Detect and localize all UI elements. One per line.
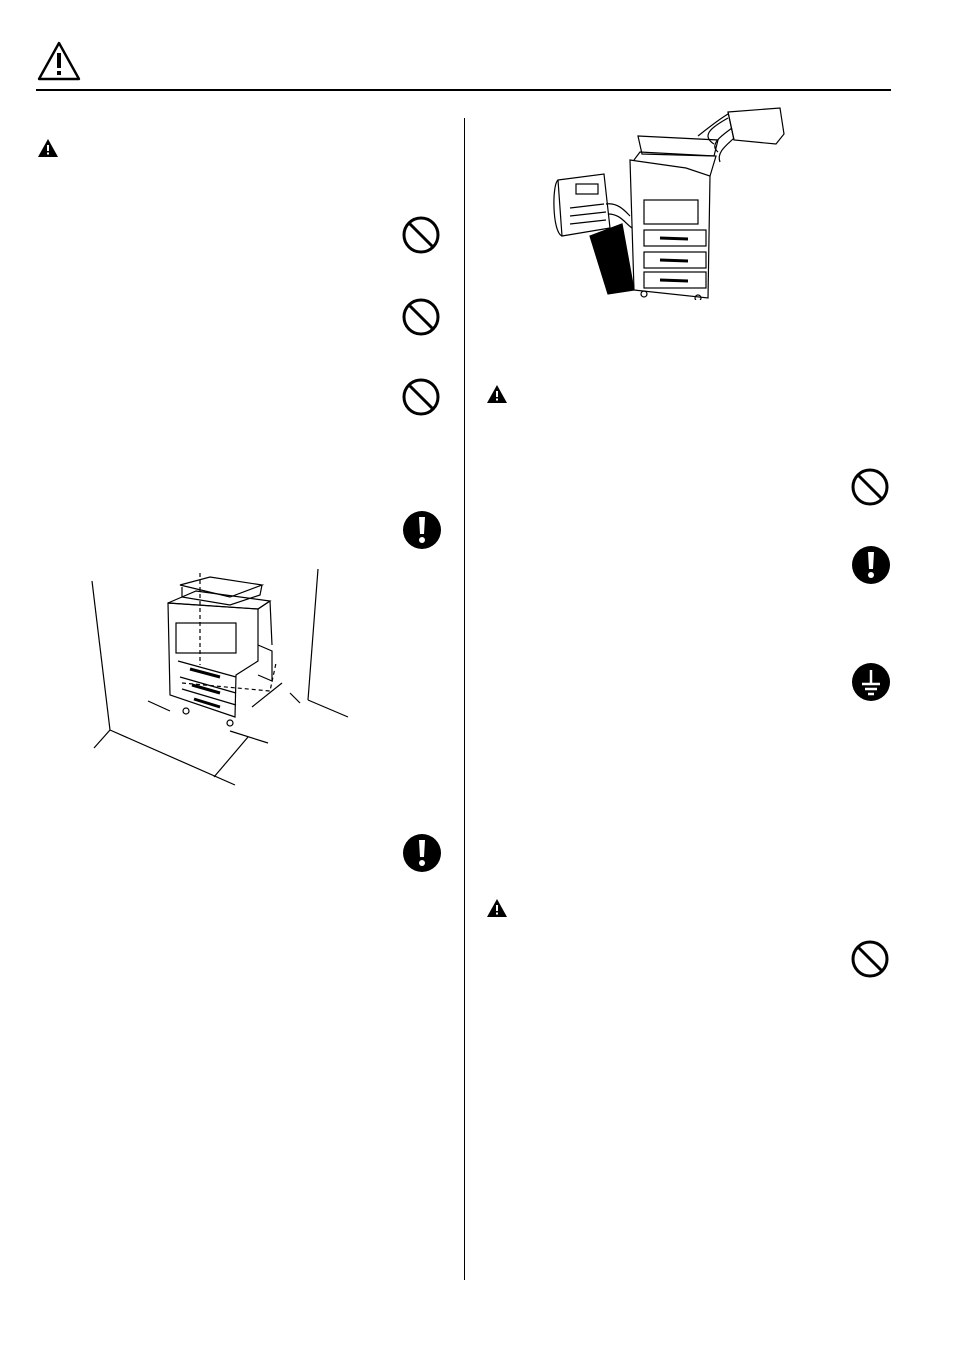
prohibition-icon — [401, 377, 441, 417]
column-divider — [464, 118, 465, 1280]
copier-heater-airflow-illustration — [548, 104, 788, 300]
copier-clearance-diagram — [90, 565, 355, 795]
caution-icon — [37, 138, 59, 158]
prohibition-icon — [850, 467, 890, 507]
header-warning-icon — [36, 40, 82, 82]
prohibition-icon — [401, 215, 441, 255]
mandatory-action-icon — [402, 833, 442, 873]
caution-icon — [486, 898, 508, 918]
prohibition-icon — [850, 939, 890, 979]
prohibition-icon — [401, 297, 441, 337]
caution-icon — [486, 384, 508, 404]
header-rule — [36, 89, 891, 91]
mandatory-action-icon — [851, 545, 891, 585]
ground-icon — [851, 662, 891, 702]
mandatory-action-icon — [402, 510, 442, 550]
